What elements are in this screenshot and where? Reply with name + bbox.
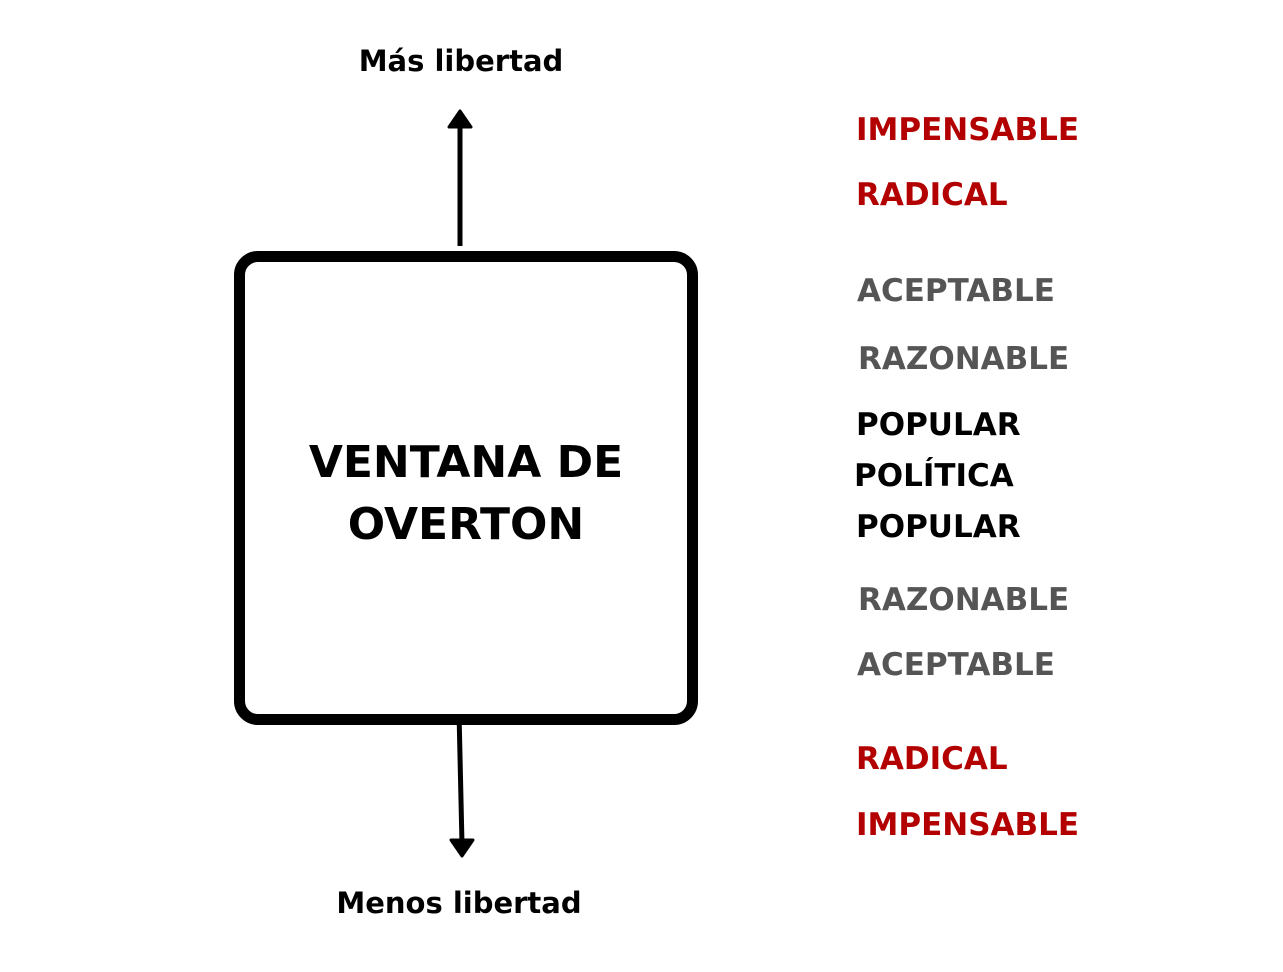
level-radical-top: RADICAL (856, 177, 1008, 213)
arrow-down-icon (449, 711, 475, 858)
overton-window-box: VENTANA DE OVERTON (234, 251, 698, 725)
top-axis-label: Más libertad (358, 44, 564, 78)
window-title-line-2: OVERTON (347, 499, 585, 550)
level-aceptable-bottom: ACEPTABLE (857, 647, 1055, 683)
level-popular-bottom: POPULAR (856, 509, 1021, 545)
arrow-up-icon (447, 109, 473, 246)
level-razonable-top: RAZONABLE (858, 341, 1070, 377)
window-title: VENTANA DE OVERTON (245, 432, 687, 556)
level-razonable-bottom: RAZONABLE (858, 582, 1070, 618)
level-popular-top: POPULAR (856, 407, 1021, 443)
level-aceptable-top: ACEPTABLE (857, 273, 1055, 309)
level-impensable-bottom: IMPENSABLE (856, 807, 1080, 843)
bottom-axis-label: Menos libertad (336, 886, 582, 920)
level-politica: POLÍTICA (854, 458, 1014, 494)
level-radical-bottom: RADICAL (856, 741, 1008, 777)
level-impensable-top: IMPENSABLE (856, 112, 1080, 148)
window-title-line-1: VENTANA DE (308, 437, 624, 488)
